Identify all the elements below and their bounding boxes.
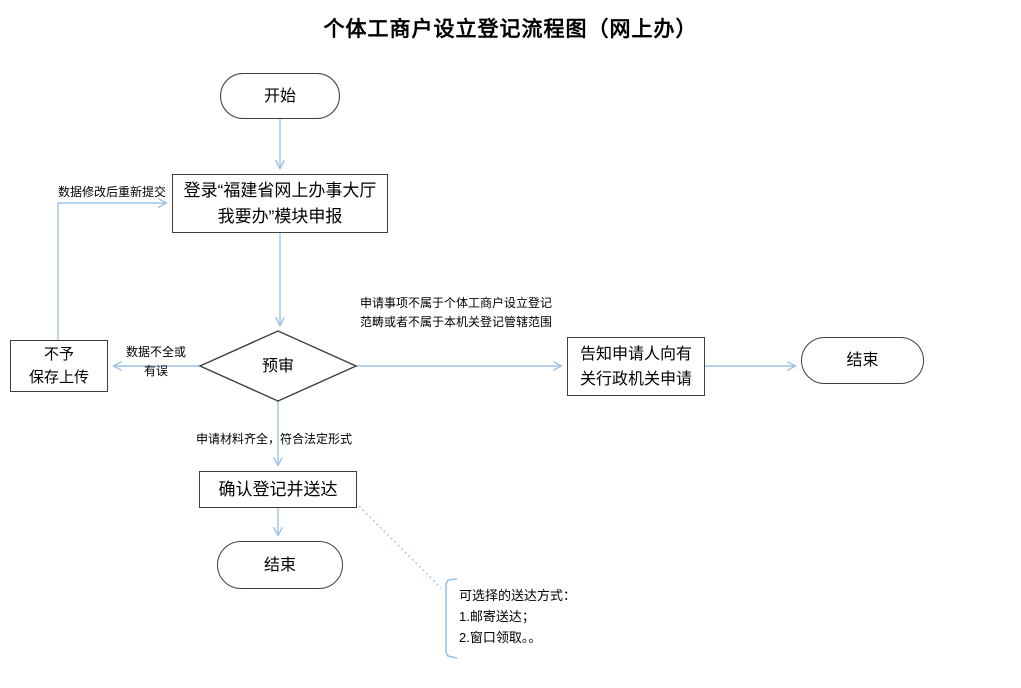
- confirm-delivery-node: 确认登记并送达: [199, 471, 357, 508]
- edge-label-incomplete: 数据不全或 有误: [125, 345, 186, 378]
- pre-review-diamond: [198, 330, 358, 402]
- note-bracket: [445, 578, 458, 659]
- page-title: 个体工商户设立登记流程图（网上办）: [323, 17, 698, 41]
- pre-review-label: 预审: [261, 357, 294, 375]
- connector-note-dotted: [358, 505, 442, 589]
- edge-label-out-of-scope: 申请事项不属于个体工商户设立登记 范畴或者不属于本机关登记管辖范围: [360, 296, 553, 329]
- edge-label-complete: 申请材料齐全，符合法定形式: [196, 432, 353, 446]
- deny-upload-node: 不予 保存上传: [10, 340, 108, 392]
- delivery-options-note: 可选择的送达方式： 1.邮寄送达； 2.窗口领取。。: [459, 588, 577, 645]
- connector-resubmit-loop: [57, 203, 166, 340]
- inform-applicant-node: 告知申请人向有 关行政机关申请: [567, 337, 705, 396]
- start-node: 开始: [220, 73, 340, 119]
- login-node: 登录“福建省网上办事大厅 我要办”模块申报: [172, 174, 388, 233]
- end-node-right: 结束: [801, 337, 924, 384]
- edge-label-resubmit: 数据修改后重新提交: [57, 185, 166, 199]
- end-node-bottom: 结束: [217, 541, 343, 589]
